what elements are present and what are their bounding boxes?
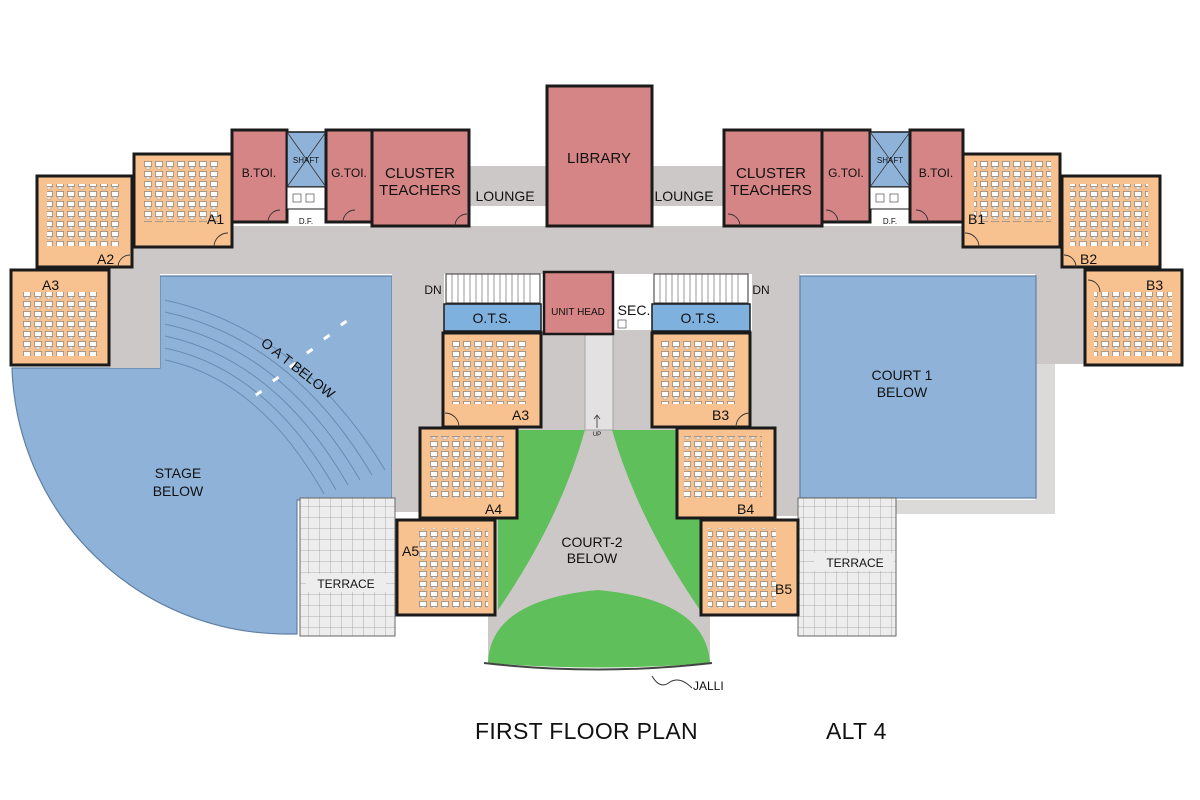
g-toilet-right-room [820,128,872,224]
stage-label-2: BELOW [153,483,204,499]
ots-left [443,303,542,332]
unit-head-room [542,270,615,336]
stage-label-1: STAGE [155,465,201,481]
classroom-a4 [418,426,519,520]
court1-label-1: COURT 1 [872,367,933,383]
ots-left-label: O.T.S. [473,310,512,326]
gtoi-right-label: G.TOI. [828,166,864,180]
btoi-right-label: B.TOI. [919,166,953,180]
ots-right-label: O.T.S. [681,310,720,326]
classroom-b3-center [650,331,752,429]
stair-right [653,273,749,304]
terrace-left-label: TERRACE [317,577,374,591]
library-label: LIBRARY [567,150,631,167]
sec-label: SEC. [618,302,651,318]
terrace-right-label: TERRACE [826,556,883,570]
cluster-left-label-1: CLUSTER [385,165,455,182]
up-label: UP [593,432,601,438]
a4-label: A4 [485,501,502,517]
classroom-a5 [395,518,497,617]
a5-label: A5 [402,543,419,559]
cluster-right-label-2: TEACHERS [730,182,812,199]
classroom-b4 [675,426,777,520]
b4-label: B4 [737,501,754,517]
unit-head-label: UNIT HEAD [551,307,605,318]
cluster-right-label-1: CLUSTER [736,165,806,182]
classroom-a3-center [441,331,543,429]
stage-oat-area [11,275,393,635]
g-toilet-left-room [324,128,374,224]
b1-label: B1 [968,211,985,227]
up-arrow-icon [593,414,601,428]
classroom-b1 [961,152,1062,249]
jalli-label: JALLI [693,679,724,693]
terrace-left [299,497,396,637]
b-toilet-left-room [230,128,289,224]
btoi-left-label: B.TOI. [242,166,276,180]
a3-center-label: A3 [512,407,529,423]
df-right-label: D.F. [883,217,897,226]
court-1-area [799,275,1037,499]
b5-label: B5 [775,581,792,597]
b3-right-label: B3 [1146,277,1163,293]
plan-title: FIRST FLOOR PLAN [475,718,698,744]
court1-label-2: BELOW [877,384,928,400]
classroom-a1 [132,152,234,249]
cluster-teachers-left-room [370,128,471,228]
library-room [545,84,654,228]
classroom-b3-right [1083,268,1184,367]
stair-left [445,273,541,304]
cluster-left-label-2: TEACHERS [379,182,461,199]
shaft-left-label: SHAFT [293,156,319,165]
dn-left-label: DN [424,283,441,297]
court2-label-2: BELOW [567,550,618,566]
a2-label: A2 [97,251,114,267]
gtoi-left-label: G.TOI. [331,166,367,180]
classroom-b5 [699,518,800,617]
b3-center-label: B3 [712,407,729,423]
jalli-leader [651,675,693,689]
court-2-area [483,334,713,671]
classroom-a3-left [9,268,111,367]
ots-right [651,303,751,332]
dn-right-label: DN [752,283,769,297]
classroom-b2 [1060,174,1162,269]
court2-label-1: COURT-2 [561,534,622,550]
shaft-right-label: SHAFT [877,156,903,165]
cluster-teachers-right-room [722,128,824,228]
a3-left-label: A3 [42,277,59,293]
classroom-a2 [35,174,134,269]
plan-alt-label: ALT 4 [826,718,887,744]
b2-label: B2 [1080,251,1097,267]
sec-desk [617,319,627,329]
lounge-left-label: LOUNGE [475,188,534,204]
lounge-right-label: LOUNGE [654,188,713,204]
df-left-label: D.F. [299,217,313,226]
a1-label: A1 [207,211,224,227]
